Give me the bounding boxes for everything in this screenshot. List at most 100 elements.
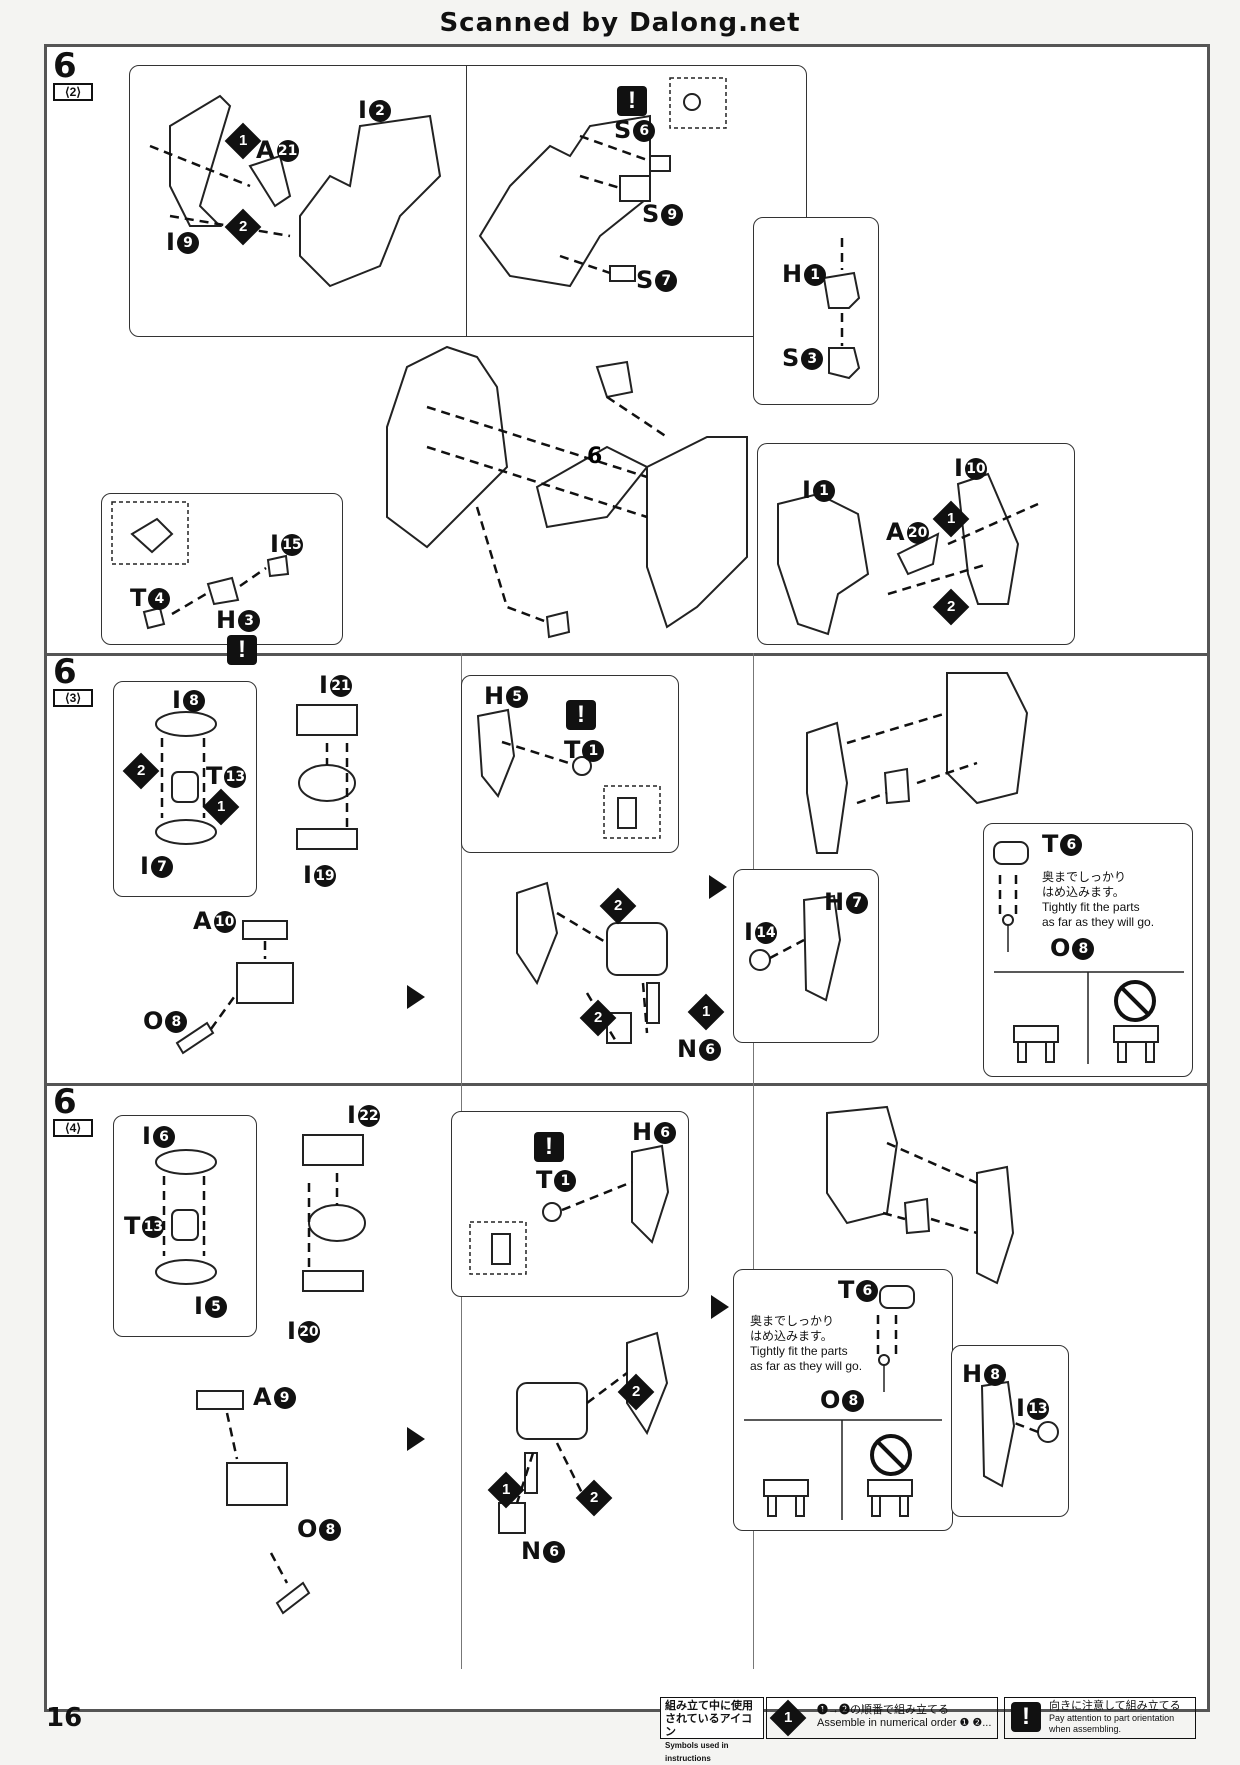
step-sub: ⟨4⟩ (53, 1119, 93, 1137)
page-number: 16 (46, 1703, 83, 1733)
sub-step-ref: 6 (587, 444, 602, 469)
assembly-illustration (175, 704, 358, 1055)
step-number: 6 (53, 1082, 77, 1122)
part-illustration (744, 1285, 942, 1520)
next-arrow-icon (711, 1295, 729, 1319)
part-illustration (476, 708, 661, 839)
prohibited-icon (870, 1434, 912, 1476)
legend-title: 組み立て中に使用 されているアイコン Symbols used in instr… (660, 1697, 764, 1763)
assembly-illustration (516, 881, 668, 1044)
next-arrow-icon (407, 1427, 425, 1451)
assembly-illustration (806, 672, 1029, 854)
step-label: 6 ⟨2⟩ (53, 49, 93, 101)
part-illustration (749, 894, 842, 1002)
step-label: 6 ⟨4⟩ (53, 1085, 93, 1137)
step-number: 6 (53, 652, 77, 692)
legend-orientation: ! 向きに注意して組み立てる Pay attention to part ori… (1004, 1697, 1196, 1739)
assembly-illustration (826, 1105, 1015, 1285)
assembly-illustration (196, 1134, 366, 1615)
warning-icon: ! (617, 86, 647, 116)
step-label: 6 ⟨3⟩ (53, 655, 93, 707)
part-illustration (980, 1380, 1059, 1488)
warning-icon: ! (1011, 1702, 1041, 1732)
part-illustration (469, 1144, 670, 1275)
main-assembly-illustration: 6 (386, 345, 748, 639)
part-illustration (822, 238, 861, 380)
step-sub: ⟨2⟩ (53, 83, 93, 101)
order-symbol-icon: 1 (769, 1699, 807, 1737)
next-arrow-icon (709, 875, 727, 899)
next-arrow-icon (407, 985, 425, 1009)
warning-icon: ! (566, 700, 596, 730)
part-illustration (777, 472, 1039, 636)
step-number: 6 (53, 46, 77, 86)
part-illustration (149, 77, 727, 288)
part-illustration (993, 841, 1184, 1064)
step-sub: ⟨3⟩ (53, 689, 93, 707)
part-illustration (155, 1149, 217, 1285)
scan-credit: Scanned by Dalong.net (439, 8, 801, 38)
part-illustration (111, 501, 290, 630)
prohibited-icon (1114, 980, 1156, 1022)
legend-order: 1 ❶→❷の順番で組み立てる Assemble in numerical ord… (766, 1697, 998, 1739)
